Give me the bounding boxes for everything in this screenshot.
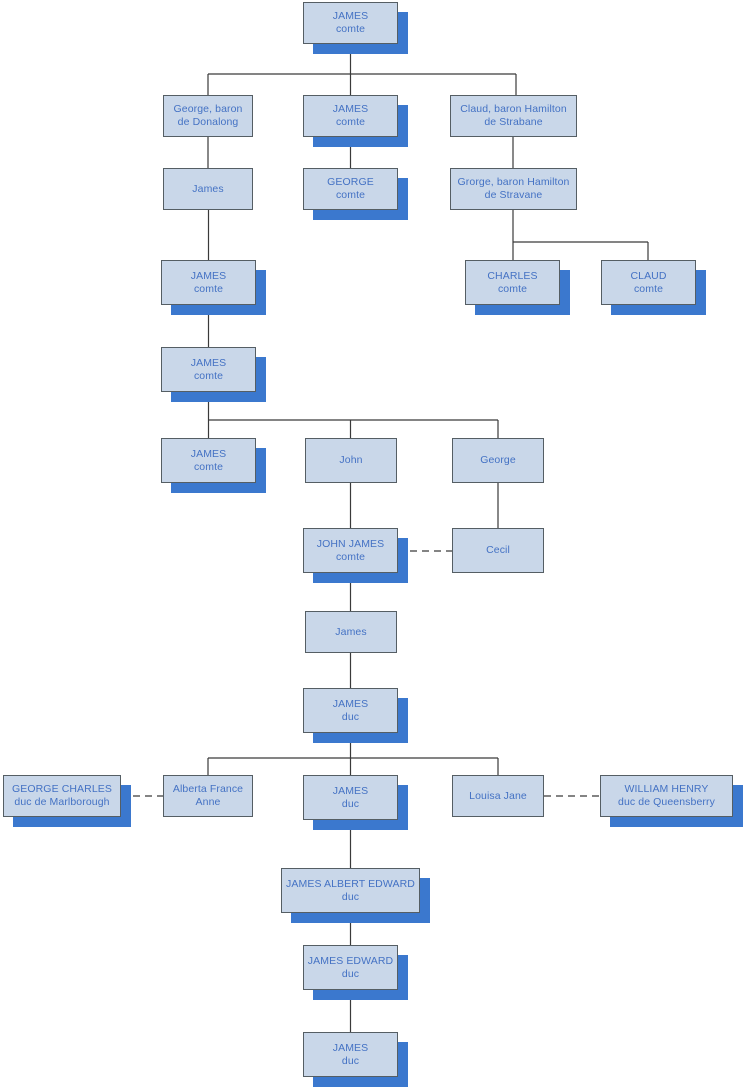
node-label-secondary: duc de Marlborough xyxy=(14,796,110,808)
node-label-secondary: comte xyxy=(193,369,224,382)
node-label-primary: John xyxy=(339,454,363,466)
node-label-secondary: comte xyxy=(193,282,224,295)
node-label-secondary: duc de Queensberry xyxy=(618,796,715,808)
node-label-primary: James xyxy=(335,625,367,638)
node-label-primary: GEORGE CHARLES xyxy=(11,783,112,795)
node-label-secondary: de Strabane xyxy=(484,116,543,128)
node-label-primary: Cecil xyxy=(486,544,510,556)
node-label-primary: JAMES EDWARD xyxy=(307,954,394,967)
node-label-secondary: comte xyxy=(497,282,528,295)
node-label-primary: WILLIAM HENRY xyxy=(624,783,709,795)
node-label-secondary: duc xyxy=(341,710,360,723)
node-label-secondary: duc xyxy=(341,797,360,810)
node-label-secondary: comte xyxy=(335,189,366,201)
node-label-primary: Alberta France xyxy=(172,783,244,795)
tree-node[interactable]: Cecil xyxy=(452,528,544,573)
node-label-secondary: comte xyxy=(335,23,366,35)
node-label-secondary: comte xyxy=(335,116,366,128)
node-label-secondary: Anne xyxy=(195,796,221,808)
tree-node[interactable]: James xyxy=(163,168,253,210)
node-label-primary: JAMES xyxy=(332,784,369,797)
node-label-secondary: de Stravane xyxy=(484,189,543,201)
node-label-primary: James xyxy=(192,182,224,195)
tree-node[interactable]: John xyxy=(305,438,397,483)
node-label-primary: JAMES ALBERT EDWARD xyxy=(286,877,415,890)
tree-node[interactable]: George xyxy=(452,438,544,483)
node-label-primary: JAMES xyxy=(332,697,369,710)
node-label-primary: George xyxy=(480,454,516,466)
tree-node[interactable]: Louisa Jane xyxy=(452,775,544,817)
node-label-secondary: duc xyxy=(341,967,360,980)
node-label-primary: JAMES xyxy=(332,1041,369,1054)
node-label-primary: George, baron xyxy=(173,103,243,115)
node-label-primary: Louisa Jane xyxy=(469,789,527,802)
tree-node[interactable]: James xyxy=(305,611,397,653)
node-label-primary: JAMES xyxy=(190,269,227,282)
node-label-secondary: de Donalong xyxy=(177,116,239,128)
node-label-secondary: comte xyxy=(335,550,366,563)
node-label-secondary: comte xyxy=(633,282,664,295)
node-label-primary: JAMES xyxy=(332,10,369,22)
node-label-primary: JAMES xyxy=(332,103,369,115)
node-label-primary: CHARLES xyxy=(487,269,538,282)
node-label-secondary: comte xyxy=(193,460,224,473)
node-label-primary: CLAUD xyxy=(630,269,667,282)
node-label-primary: GEORGE xyxy=(327,176,374,188)
node-label-secondary: duc xyxy=(341,1054,360,1067)
node-label-secondary: duc xyxy=(341,890,360,903)
node-label-primary: Grorge, baron Hamilton xyxy=(457,176,570,188)
node-label-primary: Claud, baron Hamilton xyxy=(460,103,567,115)
node-label-primary: JAMES xyxy=(190,447,227,460)
node-label-primary: JOHN JAMES xyxy=(316,537,385,550)
node-label-primary: JAMES xyxy=(190,356,227,369)
